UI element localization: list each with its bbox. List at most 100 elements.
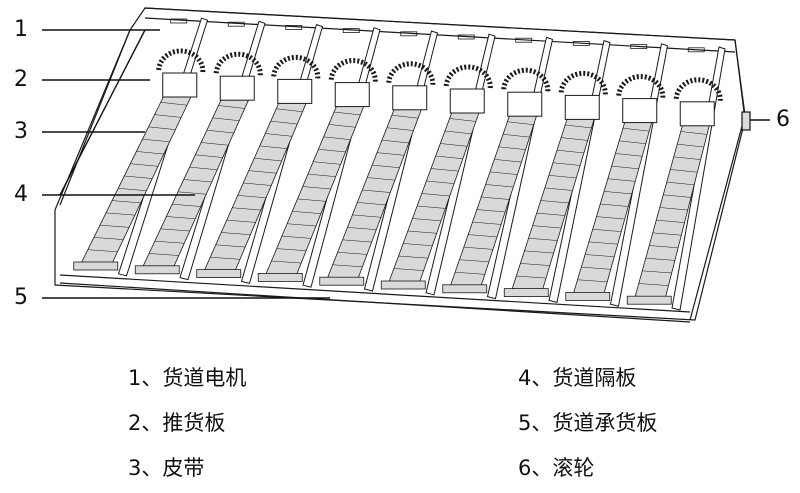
belt-tread xyxy=(218,105,245,109)
belt-tread xyxy=(136,151,164,155)
belt-tread xyxy=(455,272,485,275)
push-plate xyxy=(392,85,428,111)
belt-tread xyxy=(426,180,455,184)
belt-tread xyxy=(403,243,433,246)
belt-tread xyxy=(652,232,682,236)
front-roller xyxy=(380,280,426,290)
belt-tread xyxy=(666,181,695,186)
push-plate xyxy=(162,72,198,98)
belt-tread xyxy=(577,279,608,283)
rail-slot xyxy=(630,44,648,49)
belt-tread xyxy=(476,209,506,213)
belt-tread xyxy=(265,133,293,137)
belt-tread xyxy=(673,156,701,160)
legend: 1、货道电机 2、推货板 3、皮带 4、货道隔板 5、货道承货板 6、滚轮 xyxy=(0,358,800,488)
channel-motor xyxy=(501,67,551,92)
callout-6: 6 xyxy=(776,107,790,132)
belt-tread xyxy=(313,161,341,165)
callout-2: 2 xyxy=(14,67,28,92)
belt-tread xyxy=(485,184,514,188)
belt-tread xyxy=(611,165,639,170)
belt-tread xyxy=(680,131,708,135)
belt-tread xyxy=(489,171,518,175)
belt-tread xyxy=(276,108,303,112)
rail-slot xyxy=(342,28,360,34)
belt-tread xyxy=(656,219,685,223)
belt-tread xyxy=(271,260,302,264)
belt-tread xyxy=(596,216,625,220)
callout-5: 5 xyxy=(14,285,28,310)
belt-tread xyxy=(377,152,405,156)
front-roller xyxy=(196,269,242,279)
belt-tread xyxy=(226,219,256,223)
belt-tread xyxy=(337,252,368,255)
belt-tread xyxy=(532,225,562,229)
belt-tread xyxy=(106,212,135,216)
legend-item-4: 4、货道隔板 xyxy=(518,366,637,390)
belt-tread xyxy=(148,126,176,130)
belt-tread xyxy=(112,200,141,204)
belt-tread xyxy=(670,169,698,173)
belt-tread xyxy=(431,168,459,172)
belt-tread xyxy=(195,154,223,158)
belt-tread xyxy=(166,216,196,220)
belt-tread xyxy=(367,177,395,181)
channel-motor xyxy=(213,51,263,76)
belt-tread xyxy=(215,244,246,248)
belt-tread xyxy=(332,264,363,268)
front-roller xyxy=(257,272,303,282)
belt-tread xyxy=(118,188,147,191)
belt-tread xyxy=(99,224,130,228)
belt-tread xyxy=(352,214,381,218)
belt-tread xyxy=(607,178,636,182)
belt-tread xyxy=(663,194,691,198)
belt-tread xyxy=(498,146,526,150)
belt-tread xyxy=(540,200,569,204)
callout-1: 1 xyxy=(14,17,28,42)
callout-3: 3 xyxy=(14,119,28,144)
belt-tread xyxy=(588,241,618,245)
belt-tread xyxy=(297,198,326,202)
belt-tread xyxy=(93,237,124,240)
belt-tread xyxy=(318,149,346,153)
rail-slot xyxy=(170,18,188,24)
belt-tread xyxy=(548,175,577,179)
belt-tread xyxy=(210,256,240,260)
belt-tread xyxy=(362,189,391,193)
belt-tread xyxy=(334,111,361,116)
belt-tread xyxy=(677,143,704,148)
legend-item-2: 2、推货板 xyxy=(128,411,226,435)
rail-slot xyxy=(572,41,590,46)
belt-tread xyxy=(398,255,428,259)
belt-tread xyxy=(524,250,554,254)
belt-tread xyxy=(243,182,272,186)
belt-tread xyxy=(528,238,558,241)
rail-slot xyxy=(400,31,418,37)
channel-motor xyxy=(673,77,723,101)
channel-motor xyxy=(558,70,608,95)
belt-tread xyxy=(391,115,419,119)
belt-tread xyxy=(585,254,615,257)
belt-tread xyxy=(659,207,688,211)
rail-slot xyxy=(227,21,245,27)
tray-right-side xyxy=(734,39,746,116)
front-roller xyxy=(442,284,488,294)
belt-tread xyxy=(481,196,510,200)
belt-tread xyxy=(622,127,650,132)
push-plate xyxy=(219,75,255,101)
roller xyxy=(741,111,751,131)
belt-tread xyxy=(357,202,386,206)
belt-tread xyxy=(619,140,646,144)
rail-slot xyxy=(687,47,705,53)
front-roller xyxy=(319,276,365,286)
channel-motor xyxy=(616,74,666,98)
roller-knob xyxy=(741,111,751,131)
belt-tread xyxy=(287,223,316,227)
vending-tray-diagram xyxy=(42,7,770,323)
tray-left-side xyxy=(59,29,131,206)
belt-tread xyxy=(124,175,153,179)
belt-tread xyxy=(565,124,592,129)
belt-tread xyxy=(372,164,400,168)
belt-tread xyxy=(561,137,588,141)
legend-item-5: 5、货道承货板 xyxy=(518,411,658,435)
